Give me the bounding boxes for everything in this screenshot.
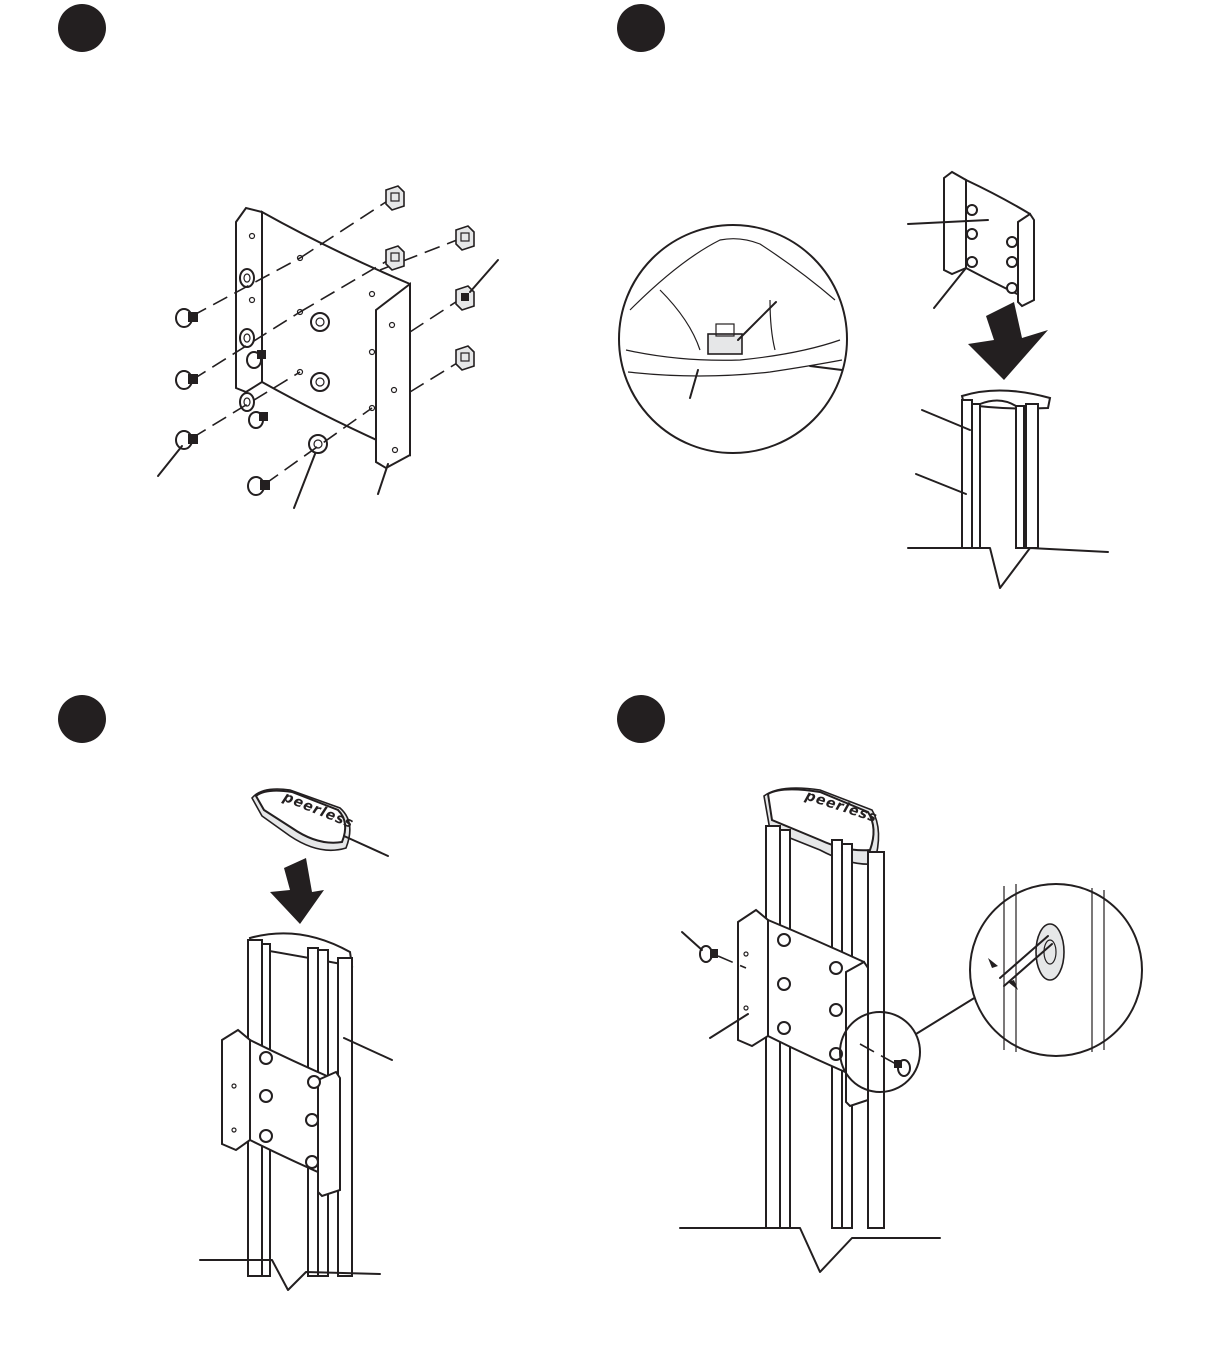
callout-leader — [344, 836, 388, 856]
step-4-final-assembly: peerless — [680, 787, 1142, 1272]
column-rail — [1026, 404, 1038, 548]
column-rail — [868, 852, 884, 1228]
step-2-detail-circle — [619, 225, 847, 453]
down-arrow-icon — [270, 858, 324, 924]
callout-leader — [470, 260, 498, 292]
bracket-left-flange — [222, 1030, 250, 1150]
detail-clip — [708, 334, 742, 354]
callout-leader — [916, 474, 966, 494]
callout-leader — [158, 446, 182, 476]
assembly-axis — [410, 360, 462, 392]
step-1-exploded-bracket — [158, 186, 498, 508]
bracket-right-flange — [318, 1072, 340, 1196]
assembly-axis — [410, 298, 462, 332]
bracket-right-flange — [376, 284, 410, 468]
screw-head-detail — [1036, 924, 1064, 980]
step-2-bracket-onto-column — [908, 172, 1108, 588]
callout-leader — [682, 932, 702, 950]
callout-leader — [378, 464, 388, 494]
ground-break-line — [908, 548, 1108, 588]
step-3-cap-onto-column: peerless — [200, 789, 392, 1290]
bracket-left-flange — [738, 910, 768, 1046]
small-bracket-flange-right — [1018, 214, 1034, 306]
down-arrow-icon — [968, 302, 1048, 380]
ground-break-line — [680, 1228, 940, 1272]
column-rail — [1016, 406, 1024, 548]
column-rail — [972, 404, 980, 548]
column-rail — [962, 400, 972, 548]
